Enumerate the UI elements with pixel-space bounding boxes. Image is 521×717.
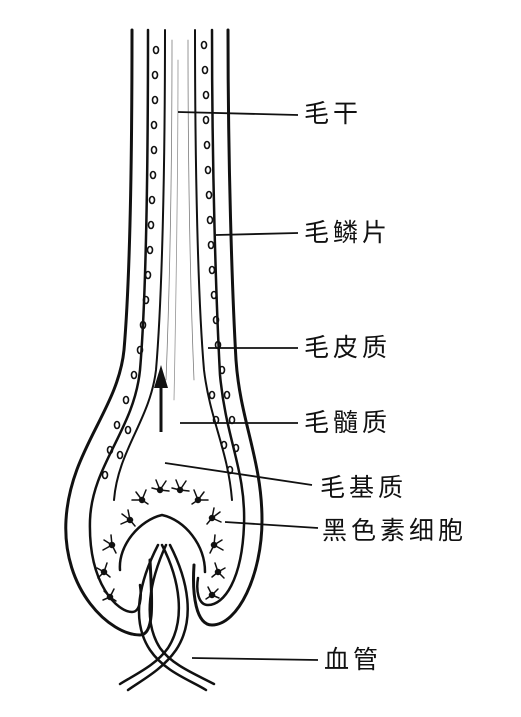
- cortex-left-line: [113, 29, 166, 501]
- leader-line-hair-shaft: [177, 111, 299, 116]
- label-medulla: 毛髓质: [304, 408, 392, 437]
- label-cuticle: 毛鳞片: [304, 218, 392, 247]
- label-cortex: 毛皮质: [304, 333, 392, 362]
- cortex-cells-right: [200, 40, 240, 475]
- leader-line-melanocyte: [224, 521, 319, 529]
- leader-line-blood-vessel: [191, 657, 319, 661]
- medulla-fiber: [187, 39, 195, 381]
- label-blood-vessel: 血管: [324, 645, 383, 674]
- dermal-papilla: [118, 513, 207, 574]
- leader-line-matrix: [164, 462, 313, 486]
- follicle-outer-wall-right: [192, 28, 264, 627]
- follicle-outer-wall: [64, 28, 154, 637]
- cortex-cells-left: [101, 45, 160, 480]
- leader-lines: [164, 111, 319, 661]
- hair-shaft-left-edge: [88, 28, 150, 614]
- hair-shaft-right-edge: [196, 28, 246, 607]
- label-melanocyte: 黑色素细胞: [322, 516, 468, 545]
- growth-arrow: [154, 365, 168, 432]
- melanocyte-cells: [96, 479, 226, 602]
- leader-line-cuticle: [215, 232, 299, 236]
- medulla-fiber: [173, 59, 179, 401]
- blood-vessel: [118, 543, 216, 692]
- label-matrix: 毛基质: [320, 473, 408, 502]
- medulla-fiber: [165, 39, 173, 381]
- label-hair-shaft: 毛干: [304, 99, 363, 128]
